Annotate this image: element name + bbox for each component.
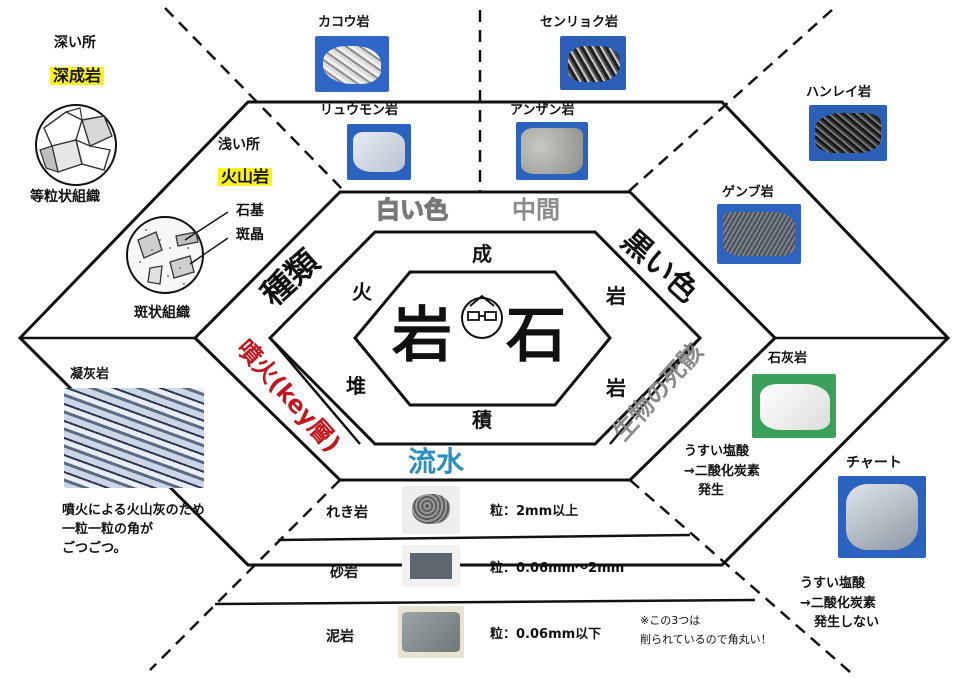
gabbro-photo	[809, 105, 887, 161]
igneous-char-1: 火	[352, 280, 372, 304]
equigranular-texture-sketch	[35, 104, 117, 186]
face-icon	[461, 294, 503, 339]
conglomerate-label: れき岩	[326, 505, 368, 521]
porphyritic-texture-sketch	[126, 211, 229, 294]
gabbro-label: ハンレイ岩	[806, 85, 872, 100]
conglomerate-grain-note: 粒：2mm以上	[490, 504, 579, 519]
basalt-photo	[717, 204, 801, 264]
chert-photo	[838, 476, 926, 558]
chert-note: うすい塩酸 →二酸化炭素 発生しない	[800, 574, 879, 633]
granodiorite-photo	[560, 36, 626, 90]
limestone-photo	[752, 374, 836, 438]
chert-note-line-1: うすい塩酸	[800, 576, 866, 591]
granite-label: カコウ岩	[318, 15, 370, 30]
rhyolite-photo	[347, 124, 411, 180]
running-water-label: 流水	[408, 445, 465, 478]
tuff-note-line-3: ごつごつ。	[62, 540, 127, 556]
dash-lower-left	[149, 479, 341, 671]
white-color-label: 白い色	[375, 196, 448, 224]
center-rock-char-1: 岩	[392, 301, 452, 371]
granite-photo	[315, 36, 389, 92]
rhyolite-label: リュウモン岩	[320, 103, 399, 118]
tuff-label: 凝灰岩	[70, 367, 110, 382]
groundmass-label: 石基	[236, 203, 264, 219]
mudstone-grain-note: 粒：0.06mm以下	[490, 627, 602, 642]
porphyritic-texture-label: 斑状組織	[134, 305, 190, 321]
sedimentary-char-1: 堆	[346, 374, 366, 398]
shallow-place-label: 浅い所	[218, 137, 260, 153]
limestone-note-line-2: →二酸化炭素	[684, 463, 760, 479]
sandstone-photo	[402, 545, 460, 587]
phenocryst-pointer	[189, 237, 229, 265]
limestone-label: 石灰岩	[768, 351, 808, 366]
sedimentary-char-2: 積	[472, 408, 492, 432]
tuff-note-line-2: 一粒一粒の角が	[62, 521, 154, 537]
tuff-note-line-1: 噴火による火山灰のため	[62, 503, 205, 518]
igneous-char-3: 岩	[606, 284, 626, 308]
middle-color-label: 中間	[512, 196, 560, 224]
equigranular-texture-label: 等粒状組織	[30, 189, 100, 205]
sedimentary-char-3: 岩	[606, 376, 626, 400]
sandstone-grain-note: 粒：0.06mm〜2mm	[490, 561, 625, 576]
rounded-note-line-1: ※この3つは	[640, 614, 701, 627]
rounded-note-line-2: 削られているので角丸い！	[640, 632, 772, 646]
igneous-char-2: 成	[472, 242, 492, 266]
rounded-note: ※この3つは 削られているので角丸い！	[640, 612, 772, 649]
center-hex	[353, 270, 612, 407]
mudstone-photo	[398, 606, 464, 658]
chert-note-line-3: 発生しない	[814, 615, 880, 630]
phenocryst-label: 斑晶	[236, 227, 264, 243]
andesite-label: アンザン岩	[510, 103, 575, 118]
andesite-photo	[516, 122, 588, 180]
basalt-label: ゲンブ岩	[722, 185, 774, 200]
dash-upper-right	[627, 9, 833, 193]
deep-place-label: 深い所	[54, 35, 96, 51]
center-rock-char-2: 石	[506, 301, 566, 371]
limestone-note-line-1: うすい塩酸	[684, 444, 750, 459]
granodiorite-label: センリョク岩	[540, 15, 619, 30]
dash-lower-right	[629, 479, 851, 673]
tuff-photo	[64, 388, 204, 488]
conglomerate-photo	[402, 486, 460, 534]
volcanic-rock-label: 火山岩	[218, 168, 273, 186]
dash-upper-left	[164, 7, 346, 193]
plutonic-rock-label: 深成岩	[50, 67, 105, 85]
groundmass-pointer	[184, 211, 229, 241]
tuff-note: 噴火による火山灰のため 一粒一粒の角が ごつごつ。	[62, 502, 205, 559]
limestone-note-line-3: 発生	[698, 483, 725, 498]
sandstone-label: 砂岩	[330, 565, 358, 581]
chert-note-line-2: →二酸化炭素	[800, 595, 876, 611]
chert-label: チャート	[846, 455, 902, 471]
mudstone-label: 泥岩	[326, 629, 354, 645]
limestone-note: うすい塩酸 →二酸化炭素 発生	[684, 442, 760, 501]
